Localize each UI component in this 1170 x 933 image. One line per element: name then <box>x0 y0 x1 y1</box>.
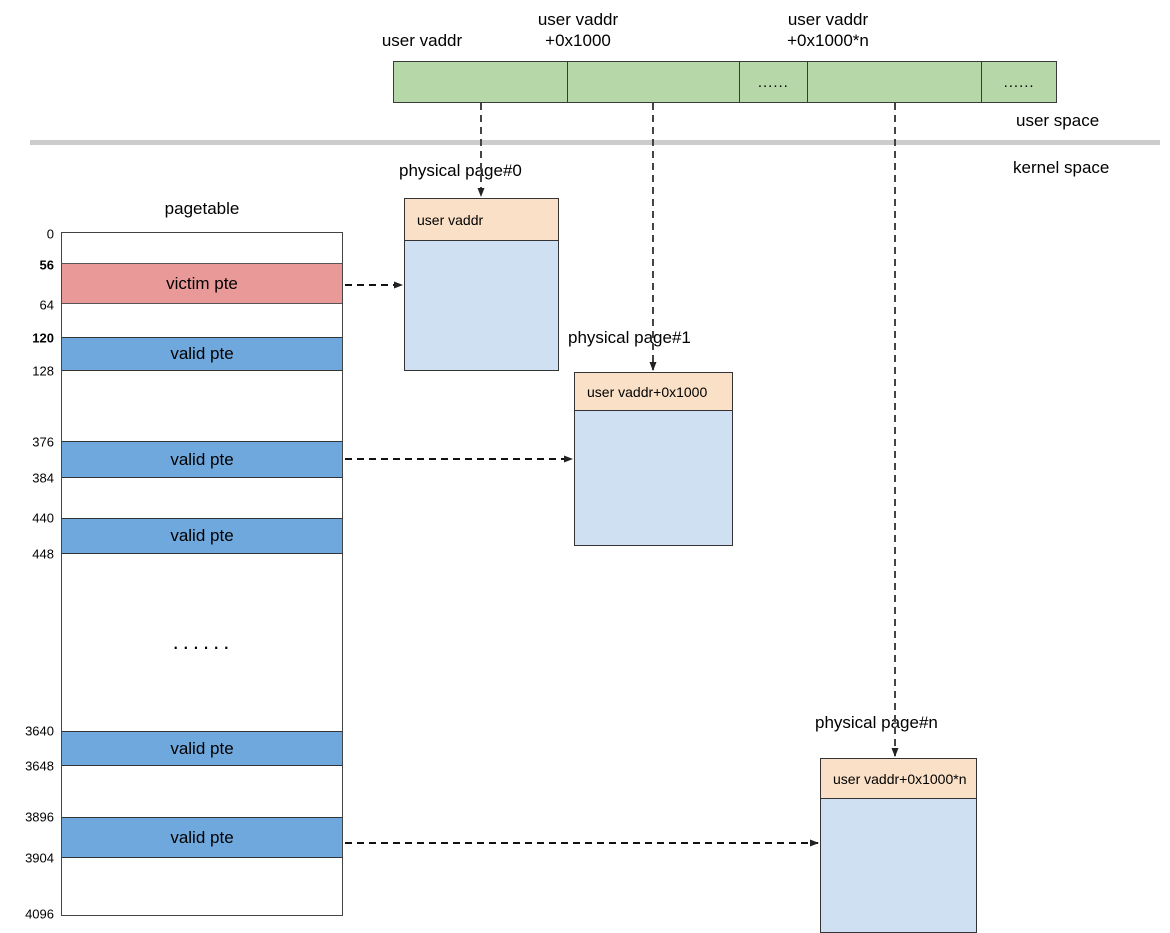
physical-page-n-header: user vaddr+0x1000*n <box>821 759 976 799</box>
user-vaddr-segment-0 <box>394 62 569 102</box>
pagetable-box: victim pte valid pte valid pte valid pte… <box>61 232 343 916</box>
pagetable-tick-3648: 3648 <box>25 758 54 774</box>
user-kernel-divider <box>30 140 1160 145</box>
user-vaddr-segment-ellipsis-2: ...... <box>982 62 1056 102</box>
kernel-space-label: kernel space <box>1013 158 1110 177</box>
pagetable-title: pagetable <box>164 199 240 218</box>
pagetable-row-valid-pte-4[interactable]: valid pte <box>62 731 342 766</box>
pagetable-tick-56: 56 <box>39 257 54 273</box>
physical-page-1-box: user vaddr+0x1000 <box>574 372 733 546</box>
user-virtual-address-bar: ...... ...... <box>393 61 1057 103</box>
pagetable-tick-448: 448 <box>32 546 54 562</box>
user-vaddr-label-2-line2: +0x1000*n <box>787 31 869 50</box>
pagetable-row-valid-pte-5[interactable]: valid pte <box>62 817 342 858</box>
physical-page-0-header: user vaddr <box>405 199 558 241</box>
pagetable-tick-4096: 4096 <box>25 906 54 922</box>
pagetable-gap-ellipsis: ...... <box>172 629 234 654</box>
pagetable-tick-3896: 3896 <box>25 809 54 825</box>
user-vaddr-segment-2 <box>807 62 983 102</box>
pagetable-tick-440: 440 <box>32 510 54 526</box>
pagetable-row-valid-pte-2[interactable]: valid pte <box>62 441 342 478</box>
physical-page-1-header: user vaddr+0x1000 <box>575 373 732 411</box>
physical-page-1-caption: physical page#1 <box>568 328 691 347</box>
user-vaddr-label-1-line2: +0x1000 <box>545 31 611 50</box>
physical-page-0-box: user vaddr <box>404 198 559 371</box>
pagetable-tick-3904: 3904 <box>25 850 54 866</box>
pagetable-row-valid-pte-1[interactable]: valid pte <box>62 337 342 371</box>
pagetable-tick-128: 128 <box>32 363 54 379</box>
pagetable-tick-384: 384 <box>32 470 54 486</box>
pagetable-tick-376: 376 <box>32 434 54 450</box>
pagetable-row-valid-pte-3[interactable]: valid pte <box>62 518 342 554</box>
user-vaddr-label-2-line1: user vaddr <box>787 10 869 29</box>
pagetable-row-victim-pte[interactable]: victim pte <box>62 263 342 304</box>
physical-page-n-caption: physical page#n <box>815 713 938 732</box>
pagetable-tick-3640: 3640 <box>25 723 54 739</box>
user-vaddr-segment-ellipsis-1: ...... <box>739 62 808 102</box>
physical-page-n-box: user vaddr+0x1000*n <box>820 758 977 933</box>
user-vaddr-label-0-line1: user vaddr <box>381 31 463 50</box>
pagetable-tick-64: 64 <box>39 297 54 313</box>
physical-page-0-caption: physical page#0 <box>399 161 522 180</box>
pagetable-tick-120: 120 <box>32 330 54 346</box>
user-space-label: user space <box>1016 111 1100 130</box>
user-vaddr-label-1-line1: user vaddr <box>537 10 619 29</box>
pagetable-tick-0: 0 <box>46 226 54 242</box>
user-vaddr-segment-1 <box>568 62 740 102</box>
